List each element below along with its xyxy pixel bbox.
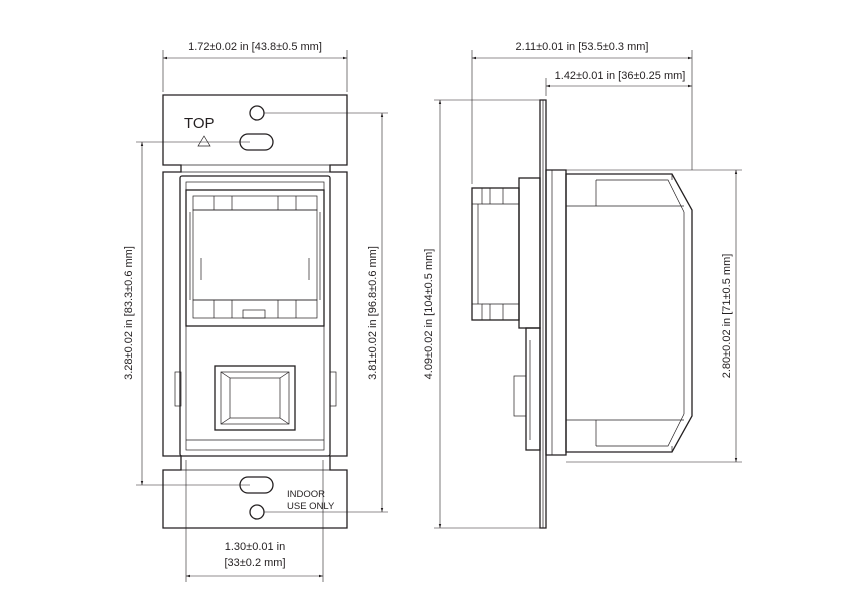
lens-width-label-line1: 1.30±0.01 in — [225, 541, 285, 553]
side-depth-dimension: 2.11±0.01 in [53.5±0.3 mm] — [471, 41, 693, 184]
front-width-label: 1.72±0.02 in [43.8±0.5 mm] — [188, 41, 322, 53]
side-overall-height-label: 4.09±0.02 in [104±0.5 mm] — [423, 249, 435, 380]
mounting-strap — [162, 94, 348, 529]
bottom-screw-hole — [249, 504, 265, 520]
front-overall-height-label: 3.81±0.02 in [96.8±0.6 mm] — [367, 246, 379, 380]
device-inner-frame — [185, 181, 325, 451]
indoor-label-line1: INDOOR — [287, 489, 325, 500]
side-rear-housing — [545, 169, 693, 456]
up-triangle-icon — [197, 135, 211, 147]
side-depth-label: 2.11±0.01 in [53.5±0.3 mm] — [516, 41, 649, 53]
side-body-depth-dimension: 1.42±0.01 in [36±0.25 mm] — [545, 70, 692, 96]
top-screw-hole — [249, 105, 265, 121]
side-body-depth-label: 1.42±0.01 in [36±0.25 mm] — [555, 70, 686, 82]
side-body-height-dimension: 2.80±0.02 in [71±0.5 mm] — [566, 169, 742, 463]
side-body-height-label: 2.80±0.02 in [71±0.5 mm] — [721, 254, 733, 379]
front-view: TOP INDOOR USE ONLY — [123, 41, 388, 582]
device-frame — [179, 175, 331, 457]
front-inner-height-label: 3.28±0.02 in [83.3±0.6 mm] — [123, 246, 135, 380]
side-view: 2.11±0.01 in [53.5±0.3 mm] 1.42±0.01 in … — [423, 41, 742, 529]
sensor-housing — [185, 189, 325, 327]
indoor-label-line2: USE ONLY — [287, 501, 335, 512]
lens-width-dimension: 1.30±0.01 in [33±0.2 mm] — [185, 460, 324, 582]
side-front-protrusion — [471, 177, 541, 451]
front-inner-height-dimension: 3.28±0.02 in [83.3±0.6 mm] — [123, 141, 250, 486]
front-overall-height-dimension: 3.81±0.02 in [96.8±0.6 mm] — [264, 112, 388, 513]
lens-width-label-line2: [33±0.2 mm] — [224, 557, 285, 569]
front-width-dimension: 1.72±0.02 in [43.8±0.5 mm] — [162, 41, 348, 92]
top-label: TOP — [184, 115, 215, 132]
side-overall-height-dimension: 4.09±0.02 in [104±0.5 mm] — [423, 99, 540, 529]
sensor-lens — [214, 365, 296, 431]
